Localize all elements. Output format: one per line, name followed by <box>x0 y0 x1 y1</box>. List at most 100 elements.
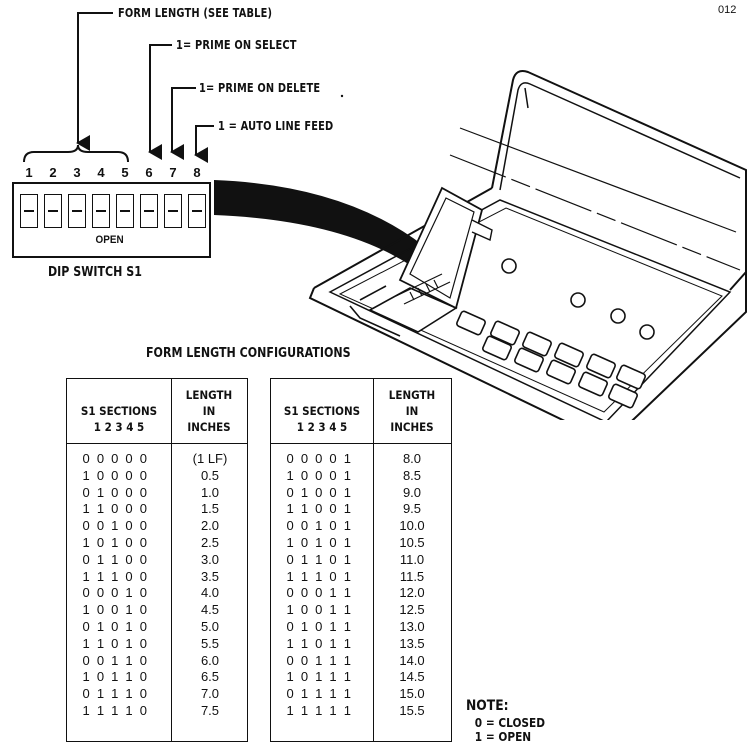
row-length: 9.0 <box>402 484 422 500</box>
sections-label: S1 SECTIONS <box>283 404 361 418</box>
inches-label: INCHES <box>187 420 231 434</box>
row-length: 12.0 <box>399 585 425 601</box>
dip-toggle-8[interactable] <box>188 194 206 228</box>
switch-number: 8 <box>193 165 201 180</box>
row-length: 10.5 <box>399 534 425 550</box>
dip-toggle-2[interactable] <box>44 194 62 228</box>
callout-auto-lf: 1 = AUTO LINE FEED <box>218 119 334 133</box>
row-length: 9.5 <box>402 501 422 517</box>
row-length: 4.5 <box>200 602 220 618</box>
switch-number: 1 <box>25 165 33 180</box>
inches-label: INCHES <box>390 420 434 434</box>
dip-switch-caption: DIP SWITCH S1 <box>48 265 142 280</box>
row-length: 4.0 <box>200 585 220 601</box>
row-length: 8.5 <box>402 467 422 483</box>
row-length: 3.5 <box>200 568 220 584</box>
switch-number: 4 <box>97 165 105 180</box>
dip-toggle-6[interactable] <box>140 194 158 228</box>
dip-toggle-7[interactable] <box>164 194 182 228</box>
row-length: (1 LF) <box>192 451 228 466</box>
in-label: IN <box>202 404 216 418</box>
row-length: 5.0 <box>200 618 220 634</box>
page-number: 012 <box>718 4 737 16</box>
in-label: IN <box>405 404 419 418</box>
note: NOTE: 0 = CLOSED 1 = OPEN <box>466 698 545 744</box>
prime-delete-leader <box>170 87 196 160</box>
row-length: 11.5 <box>399 568 425 584</box>
sections-brace <box>23 144 129 163</box>
open-label: OPEN <box>95 234 124 246</box>
row-length: 1.0 <box>200 484 220 500</box>
switch-number: 3 <box>73 165 81 180</box>
length-label: LENGTH <box>185 388 233 402</box>
row-length: 0.5 <box>200 467 220 483</box>
dip-toggle-5[interactable] <box>116 194 134 228</box>
row-length: 10.0 <box>399 518 425 534</box>
col-header-sections: S1 SECTIONS 1 2 3 4 5 <box>72 403 166 435</box>
config-table-left: S1 SECTIONS 1 2 3 4 5 LENGTH IN INCHES 0… <box>66 378 248 742</box>
row-length: 5.5 <box>200 635 220 651</box>
row-length: 11.0 <box>399 551 425 567</box>
sections-label: S1 SECTIONS <box>80 404 158 418</box>
dip-toggle-3[interactable] <box>68 194 86 228</box>
row-length: 7.0 <box>200 686 220 702</box>
config-table-right: S1 SECTIONS 1 2 3 4 5 LENGTH IN INCHES 0… <box>270 378 452 742</box>
row-length: 15.0 <box>399 686 425 702</box>
note-title: NOTE: <box>466 698 509 714</box>
dip-toggle-1[interactable] <box>20 194 38 228</box>
dip-toggle-4[interactable] <box>92 194 110 228</box>
row-length: 3.0 <box>200 551 220 567</box>
row-length: 15.5 <box>399 702 425 718</box>
row-length: 7.5 <box>200 702 220 718</box>
col-header-length: LENGTH IN INCHES <box>175 387 243 435</box>
length-label: LENGTH <box>388 388 436 402</box>
dip-switch-s1: OPEN <box>12 182 211 258</box>
